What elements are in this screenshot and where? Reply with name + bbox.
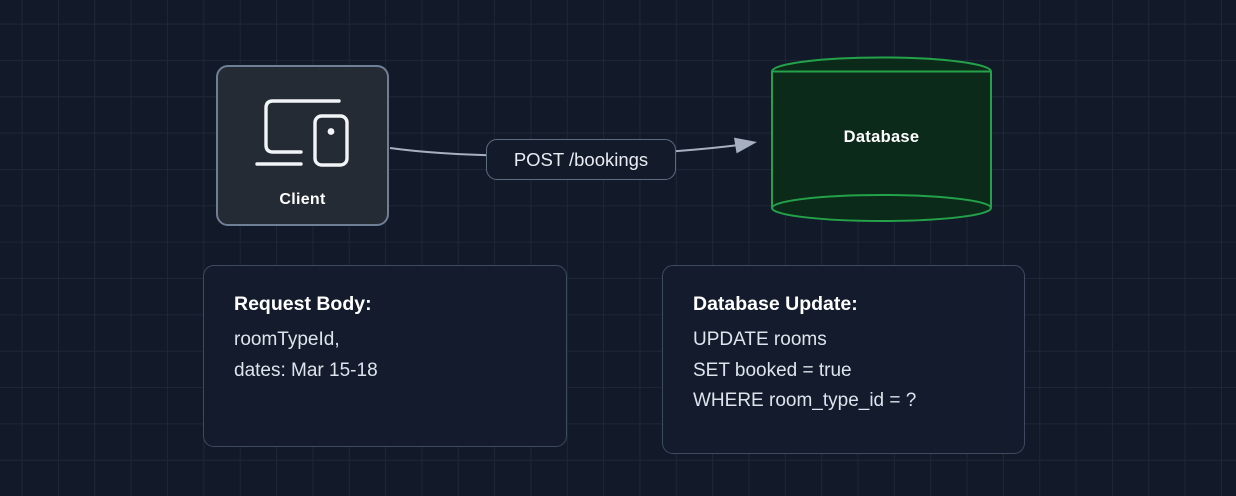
- client-node: Client: [216, 65, 389, 226]
- arrowhead-icon: [734, 137, 757, 154]
- note-title: Request Body:: [234, 293, 372, 315]
- note-line: dates: Mar 15-18: [234, 359, 378, 381]
- note-line: UPDATE rooms: [693, 329, 827, 350]
- note-line: roomTypeId,: [234, 329, 340, 350]
- client-label: Client: [279, 191, 326, 208]
- edge-label: POST /bookings: [486, 139, 676, 180]
- note-title: Database Update:: [693, 293, 858, 315]
- database-cylinder: [771, 56, 992, 222]
- devices-icon: [254, 99, 349, 167]
- note-database-update: Database Update: UPDATE rooms SET booked…: [662, 265, 1025, 454]
- database-label: Database: [843, 128, 920, 146]
- note-line: SET booked = true: [693, 359, 852, 381]
- note-request-body: Request Body: roomTypeId, dates: Mar 15-…: [203, 265, 567, 447]
- note-line: WHERE room_type_id = ?: [693, 390, 917, 411]
